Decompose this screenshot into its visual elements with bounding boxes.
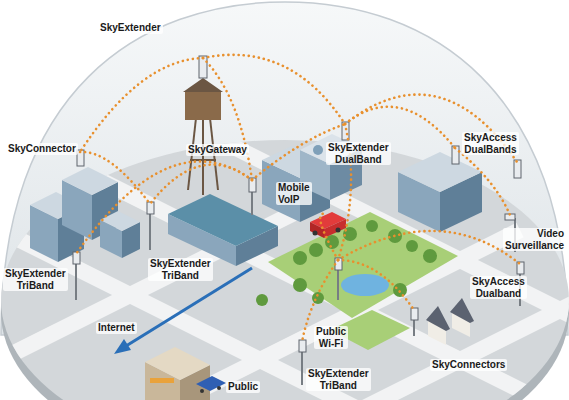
device-label: SkyAccess DualBands <box>462 132 519 155</box>
device-label: SkyExtender TriBand <box>3 268 68 291</box>
device-label: SkyConnector <box>6 143 78 155</box>
device-label: SkyConnectors <box>430 359 507 371</box>
device-label: SkyExtender DualBand <box>326 142 391 165</box>
device-label: SkyExtender TriBand <box>306 368 371 391</box>
device-label: Internet <box>96 322 137 334</box>
device-label: Video Surveillance <box>503 228 566 251</box>
device-label: SkyAccess Dualband <box>470 276 527 299</box>
device-label: SkyExtender <box>98 22 163 34</box>
device-label: Mobile VoIP <box>276 182 312 205</box>
device-label: Public Wi-Fi <box>314 326 348 349</box>
device-label: SkyGateway <box>186 144 249 156</box>
device-label: SkyExtender TriBand <box>148 258 213 281</box>
device-label: Public <box>226 381 260 393</box>
